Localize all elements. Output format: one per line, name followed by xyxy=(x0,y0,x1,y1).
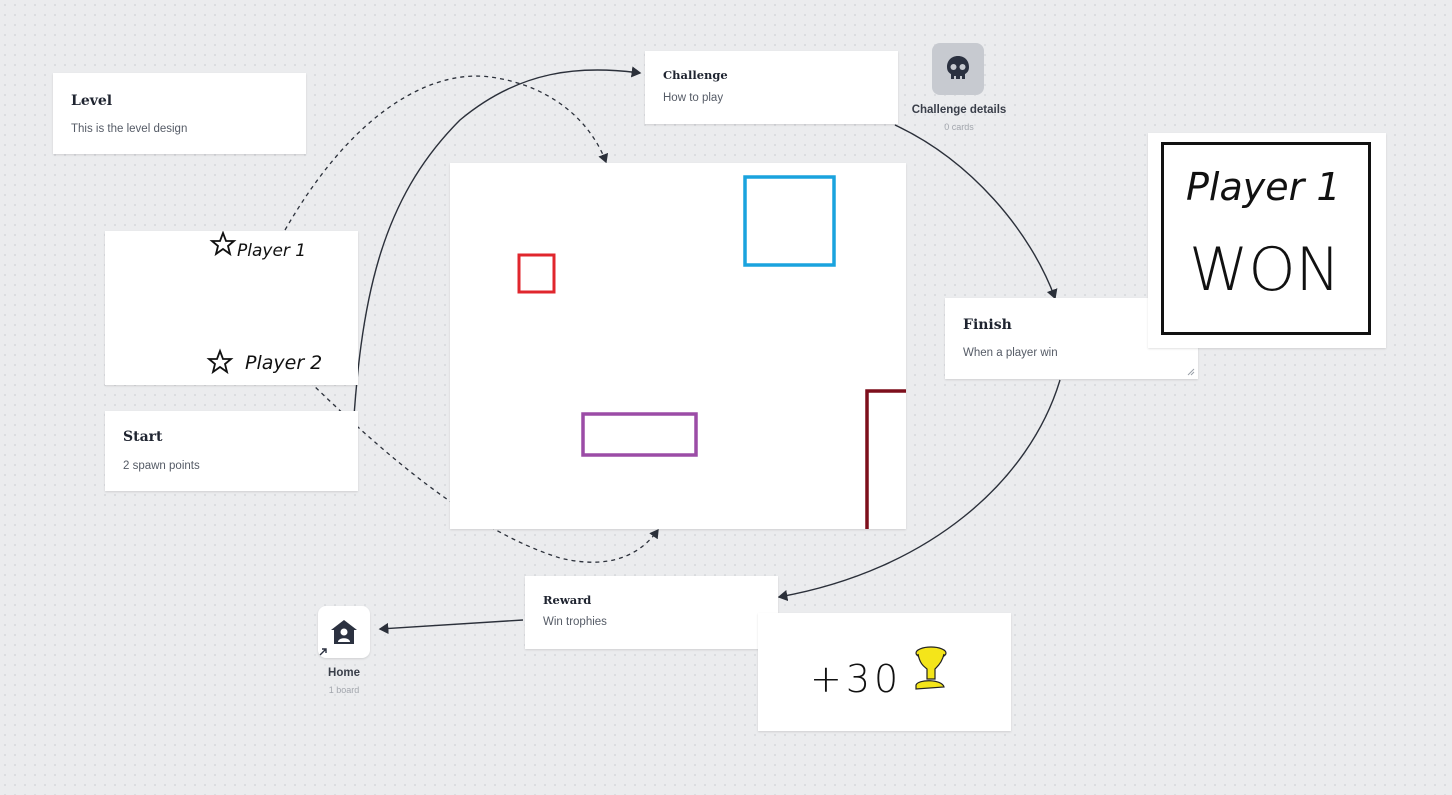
player-1-label: Player 1 xyxy=(237,241,307,261)
card-subtitle: Win trophies xyxy=(543,616,607,628)
level-map-image[interactable] xyxy=(450,163,906,529)
card-subtitle: When a player win xyxy=(963,347,1058,359)
player-2-label: Player 2 xyxy=(245,352,323,374)
blue-block xyxy=(743,175,836,267)
card-title: Finish xyxy=(963,317,1012,333)
spawn-sketch-drawing xyxy=(206,230,237,375)
win-won-text: WON xyxy=(1189,235,1341,305)
purple-block xyxy=(581,412,698,457)
home-node[interactable] xyxy=(318,606,370,658)
trophy-icon xyxy=(915,646,947,690)
resize-handle-icon[interactable] xyxy=(1187,368,1195,376)
card-subtitle: This is the level design xyxy=(71,123,188,135)
card-title: Reward xyxy=(543,593,592,607)
red-block xyxy=(517,253,556,294)
home-count: 1 board xyxy=(328,685,360,695)
card-subtitle: 2 spawn points xyxy=(123,460,200,472)
link-challenge-finish xyxy=(894,124,1058,300)
win-player-text: Player 1 xyxy=(1186,165,1341,209)
sketch-frame: Player 1 WON xyxy=(1161,142,1371,335)
card-title: Start xyxy=(123,429,163,445)
challenge-details-node[interactable] xyxy=(932,43,984,95)
card-reward[interactable]: Reward Win trophies xyxy=(525,576,778,649)
star-icon xyxy=(209,230,237,257)
star-icon xyxy=(206,348,234,375)
link-reward-home xyxy=(378,619,524,635)
card-level[interactable]: Level This is the level design xyxy=(53,73,306,154)
home-user-icon xyxy=(331,620,357,644)
arrow-icon xyxy=(319,648,327,656)
darkred-block xyxy=(865,389,906,529)
level-map-drawing xyxy=(517,175,906,529)
player-won-sketch[interactable]: Player 1 WON xyxy=(1148,133,1386,348)
card-challenge[interactable]: Challenge How to play xyxy=(645,51,898,124)
home-label[interactable]: Home xyxy=(328,667,360,679)
trophy-amount-text: +30 xyxy=(810,657,903,701)
card-title: Challenge xyxy=(663,68,728,82)
challenge-details-label[interactable]: Challenge details xyxy=(911,104,1007,116)
card-subtitle: How to play xyxy=(663,92,724,104)
challenge-details-count: 0 cards xyxy=(944,122,974,132)
card-start[interactable]: Start 2 spawn points xyxy=(105,411,358,491)
trophy-reward-sketch[interactable]: +30 xyxy=(758,613,1011,731)
card-title: Level xyxy=(71,93,113,109)
skull-icon xyxy=(947,56,969,79)
spawn-points-sketch[interactable]: Player 1 Player 2 xyxy=(105,230,358,385)
